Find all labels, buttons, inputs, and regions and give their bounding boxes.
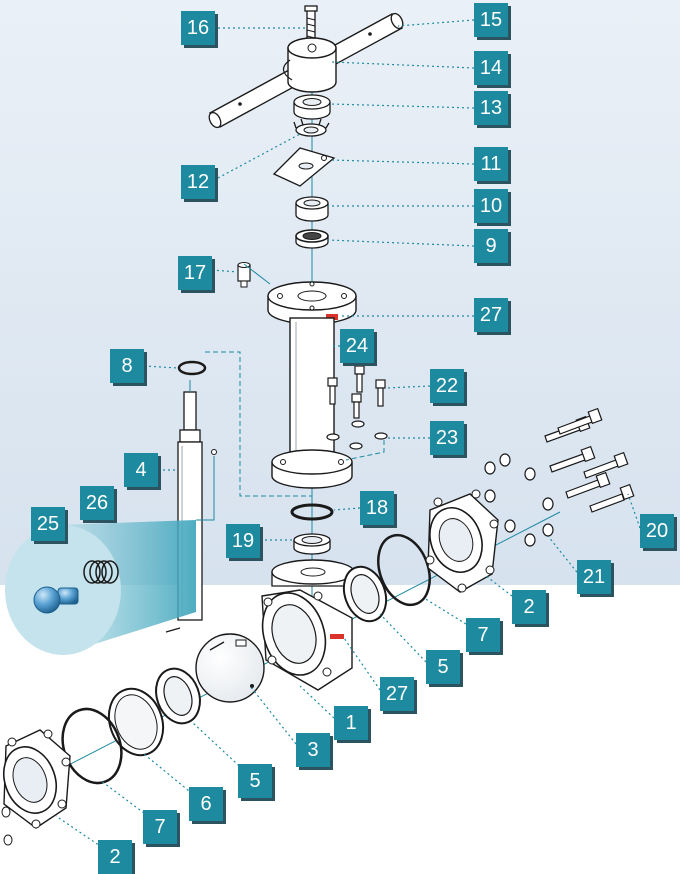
body-part	[261, 559, 355, 691]
leader-8-axis	[205, 351, 312, 497]
callout-19: 19	[226, 524, 260, 558]
callout-7-right: 7	[466, 618, 500, 652]
stem-packing-part	[293, 533, 331, 555]
callout-8: 8	[110, 349, 144, 383]
seat-left-part	[155, 667, 201, 725]
callout-3: 3	[296, 733, 330, 767]
nut-part	[293, 94, 331, 120]
callout-1: 1	[334, 706, 368, 740]
callout-12: 12	[181, 165, 215, 199]
callout-2-right: 2	[512, 590, 546, 624]
washers-part	[326, 420, 388, 450]
callout-5-right: 5	[426, 650, 460, 684]
callout-22: 22	[430, 369, 464, 403]
leader-lines	[55, 19, 641, 851]
callout-9: 9	[474, 229, 508, 263]
seat-right-part	[342, 565, 388, 623]
callout-14: 14	[474, 51, 508, 85]
seat-support-inner	[114, 694, 158, 750]
end-cap-right-part	[425, 489, 499, 593]
stop-plate-part	[272, 147, 336, 187]
callout-20: 20	[640, 514, 674, 548]
lock-washer-part	[293, 118, 330, 137]
callout-25: 25	[31, 507, 65, 541]
stem-seal-part	[295, 229, 329, 249]
bushing-part	[295, 196, 329, 222]
ball-part	[195, 633, 265, 703]
callout-18: 18	[360, 491, 394, 525]
anti-static-plunger-part	[33, 586, 79, 614]
callout-26: 26	[80, 486, 114, 520]
callout-2-left: 2	[98, 840, 132, 874]
callout-23: 23	[430, 421, 464, 455]
spring-part	[83, 560, 119, 584]
end-cap-left-part	[2, 729, 71, 829]
callout-5-left: 5	[238, 764, 272, 798]
o-ring-lower-part	[290, 503, 334, 521]
callout-10: 10	[474, 189, 508, 223]
callout-16: 16	[181, 11, 215, 45]
loose-washers-left	[1, 806, 13, 846]
cap-screws-part	[327, 365, 386, 419]
callout-13: 13	[474, 91, 508, 125]
callout-17: 17	[178, 256, 212, 290]
callout-27-body: 27	[380, 677, 414, 711]
callout-7-left: 7	[143, 810, 177, 844]
callout-24: 24	[340, 329, 374, 363]
callout-27-top: 27	[474, 298, 508, 332]
body-bolts-part	[544, 407, 635, 513]
stem-extension-part	[271, 317, 353, 489]
handle-hub-part	[282, 37, 337, 93]
callout-4: 4	[124, 453, 158, 487]
callout-11: 11	[474, 147, 508, 181]
stem-pin-line	[196, 456, 215, 521]
callout-21: 21	[577, 560, 611, 594]
leader-23-link	[345, 440, 385, 461]
callout-6: 6	[189, 787, 223, 821]
stem-small-pin	[165, 627, 181, 633]
leader-27-top-bracket	[243, 263, 271, 285]
callout-15: 15	[474, 3, 508, 37]
o-ring-part	[177, 360, 207, 376]
top-flange-part	[267, 281, 357, 325]
